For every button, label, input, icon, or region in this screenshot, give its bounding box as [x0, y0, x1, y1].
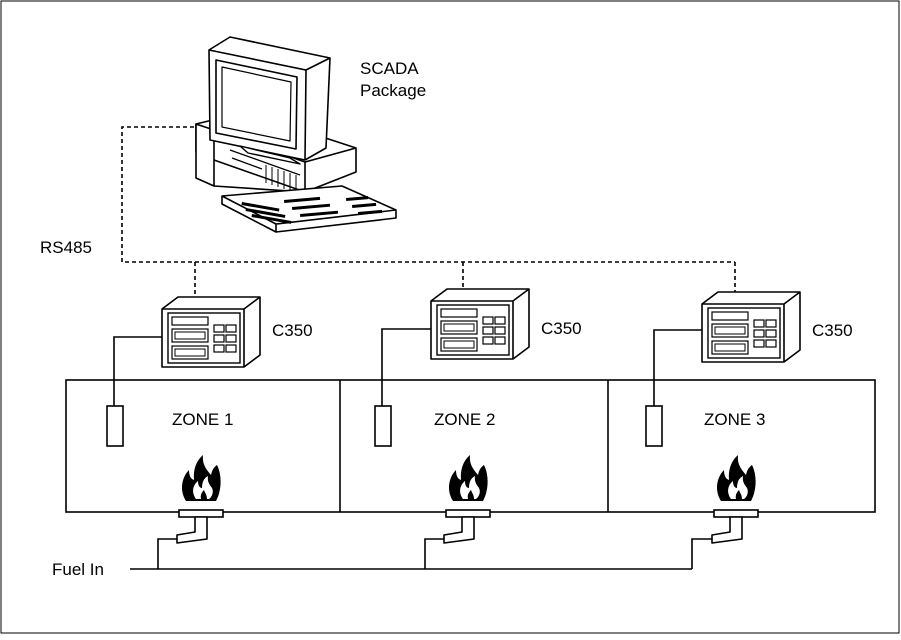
- zone-1: [106, 296, 261, 544]
- c350-controller-3: [701, 291, 801, 363]
- scada-label-line1: SCADA: [360, 59, 419, 78]
- fuel-line: [130, 538, 712, 570]
- sensor-wire-2: [381, 328, 431, 406]
- burner-pipe-icon: [176, 509, 224, 544]
- controller-3-label: C350: [812, 321, 853, 340]
- c350-controller-1: [161, 296, 261, 368]
- zone-2-label: ZONE 2: [434, 410, 495, 429]
- burner-pipe-icon: [443, 509, 491, 544]
- scada-label-line2: Package: [360, 81, 426, 100]
- flame-icon: [182, 455, 221, 501]
- rs485-bus-line: [121, 126, 735, 263]
- sensor-icon: [374, 405, 392, 447]
- fuel-branch-1: [157, 538, 177, 569]
- fuel-branch-2: [424, 538, 444, 569]
- burner-pipe-icon: [711, 509, 759, 544]
- flame-icon: [717, 455, 756, 501]
- sensor-wire-1: [113, 336, 162, 406]
- rs485-label: RS485: [40, 238, 92, 257]
- zone-3: [645, 291, 801, 544]
- zone-2: [374, 288, 530, 544]
- fuel-branch-3: [691, 538, 712, 569]
- sensor-wire-3: [653, 329, 702, 406]
- zone-1-label: ZONE 1: [172, 410, 233, 429]
- zone-3-label: ZONE 3: [704, 410, 765, 429]
- computer-icon: [195, 36, 397, 233]
- fuel-in-label: Fuel In: [52, 560, 104, 579]
- rs485-network: [121, 126, 736, 298]
- flame-icon: [449, 455, 488, 501]
- c350-controller-2: [430, 288, 530, 360]
- controller-1-label: C350: [272, 321, 313, 340]
- sensor-icon: [645, 405, 663, 447]
- sensor-icon: [106, 405, 124, 447]
- controller-2-label: C350: [541, 319, 582, 338]
